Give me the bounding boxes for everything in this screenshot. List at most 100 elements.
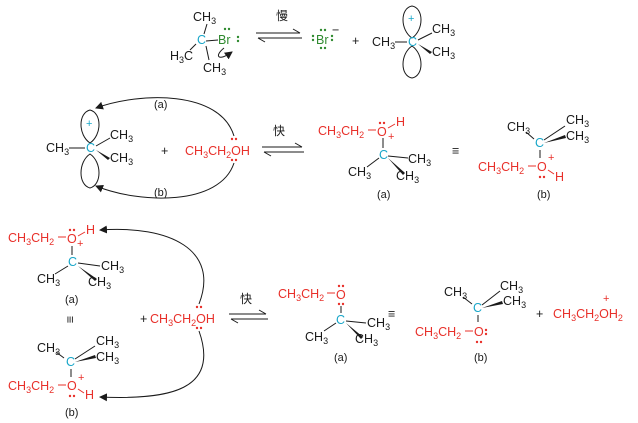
carbon: C (336, 313, 345, 327)
oxonium-hydrogen: H (86, 223, 95, 237)
oxonium-oxygen: O (537, 160, 547, 174)
deprotonation-arrow-a (99, 225, 205, 305)
empty-p-orbital-top (402, 5, 422, 39)
ethyl-group: CH3CH2 (8, 231, 54, 247)
reaction-1: CH3 C Br H3C CH3 慢 Br − (170, 5, 455, 79)
curved-arrow-bond-break (217, 47, 233, 60)
methyl-bottom: CH3 (203, 61, 226, 77)
central-carbon: C (197, 33, 206, 47)
left-b-label: (b) (65, 407, 78, 419)
ethyloxonium-formula: CH3CH2OH2 (553, 307, 623, 323)
ether-oxygen: O (336, 288, 346, 302)
cation-carbon: C (408, 35, 417, 49)
equivalence-sign: ≡ (452, 144, 459, 158)
oxonium-hydrogen: H (555, 170, 564, 184)
protonated-ethanol: CH3CH2OH2 + (553, 293, 623, 323)
oxonium-reactant-b: CH3 C CH3 CH3 CH3CH2 O + H (b) (8, 334, 119, 419)
equivalence-sign: ≡ (388, 307, 395, 321)
product-carbon: C (379, 148, 388, 162)
methyl-top-left: CH3 (37, 341, 60, 357)
oxonium-product-b: CH3 C CH3 CH3 CH3CH2 O + H (b) (478, 113, 589, 201)
carbocation-2: + CH3 C CH3 CH3 (46, 109, 133, 189)
oxonium-charge: + (77, 238, 83, 250)
methyl-down: CH3 (88, 275, 111, 291)
reaction-3: CH3CH2 O + H C CH3 CH3 CH3 (a) ≡ CH3 C C… (8, 223, 623, 419)
oxonium-hydrogen: H (396, 115, 405, 129)
methyl-down: CH3 (110, 151, 133, 167)
ether-oxygen: O (474, 325, 484, 339)
cation-methyl-left: CH3 (372, 35, 395, 51)
carbon: C (66, 355, 75, 369)
product-b-label: (b) (474, 352, 487, 364)
cation-charge: + (86, 118, 92, 130)
methyl-right: CH3 (408, 152, 431, 168)
oxonium-product-a: CH3CH2 O + H C CH3 CH3 CH3 (a) (318, 115, 431, 201)
cation-charge: + (408, 13, 414, 25)
methyl-down: CH3 (396, 169, 419, 185)
ethyl-group: CH3CH2 (478, 160, 524, 176)
methyl-top-right: CH3 (500, 279, 523, 295)
ethyl-group: CH3CH2 (8, 379, 54, 395)
methyl-right: CH3 (367, 316, 390, 332)
ethanol-formula: CH3CH2OH (150, 312, 215, 328)
methyl-up: CH3 (110, 128, 133, 144)
methyl-down: CH3 (355, 332, 378, 348)
ethanol-nucleophile: CH3CH2OH (185, 137, 250, 162)
fast-equilibrium-arrows: 快 (262, 124, 304, 157)
methyl-right: CH3 (96, 350, 119, 366)
bromine-lone-pairs (223, 27, 240, 43)
plus-sign: + (352, 34, 359, 48)
methyl-right: CH3 (503, 294, 526, 310)
ethyl-group: CH3CH2 (278, 287, 324, 303)
ethyl-group: CH3CH2 (318, 124, 364, 140)
ethanol-formula: CH3CH2OH (185, 144, 250, 160)
reaction-2: + CH3 C CH3 CH3 + CH3CH2OH (a) (b) 快 CH3 (46, 97, 589, 201)
oxonium-oxygen: O (67, 379, 77, 393)
tert-butyl-carbocation: + CH3 C CH3 CH3 (372, 5, 455, 79)
p-orbital-top (80, 109, 100, 144)
path-b-label: (b) (154, 187, 167, 199)
methyl-left: CH3 (37, 272, 60, 288)
methyl-right: CH3 (101, 259, 124, 275)
ethyl-group: CH3CH2 (415, 325, 461, 341)
fast-label: 快 (240, 292, 252, 306)
ether-product-a: CH3CH2 O C CH3 CH3 CH3 (a) (278, 284, 390, 364)
carbon: C (473, 301, 482, 315)
methyl-left: CH3 (46, 141, 69, 157)
cation-methyl-up: CH3 (432, 22, 455, 38)
product-a-label: (a) (377, 189, 390, 201)
tert-butyl-bromide: CH3 C Br H3C CH3 (170, 10, 240, 77)
equivalence-sign-vertical: ≡ (63, 316, 77, 323)
ether-product-b: CH3 C CH3 CH3 CH3CH2 O (b) (415, 279, 526, 364)
oxonium-charge: + (78, 372, 84, 384)
methyl-left: H3C (170, 49, 193, 65)
methyl-top-left: CH3 (444, 285, 467, 301)
p-orbital-bottom (80, 153, 100, 189)
methyl-top-right: CH3 (96, 334, 119, 350)
empty-p-orbital-bottom (402, 45, 422, 79)
deprotonation-arrow-b (99, 330, 205, 402)
attack-arrow-b (95, 162, 235, 199)
oxonium-reactant-a: CH3CH2 O + H C CH3 CH3 CH3 (a) (8, 223, 124, 306)
slow-equilibrium-arrows: 慢 (256, 9, 302, 43)
path-a-label: (a) (154, 99, 167, 111)
oxonium-charge: + (603, 293, 609, 305)
bromide-symbol: Br (316, 33, 329, 47)
ethanol-base: CH3CH2OH (150, 305, 215, 330)
methyl-left: CH3 (348, 165, 371, 181)
cation-methyl-down: CH3 (432, 45, 455, 61)
oxonium-charge: + (548, 152, 554, 164)
left-a-label: (a) (65, 294, 78, 306)
methyl-left: CH3 (305, 330, 328, 346)
oxonium-charge: + (388, 131, 394, 143)
bromide-ion: Br − (311, 23, 339, 50)
cation-carbon: C (86, 141, 95, 155)
plus-sign-2: + (536, 307, 543, 321)
slow-label: 慢 (276, 9, 288, 23)
methyl-top-right: CH3 (566, 113, 589, 129)
carbon: C (68, 255, 77, 269)
oxonium-hydrogen: H (85, 388, 94, 402)
oxonium-oxygen: O (377, 125, 387, 139)
bromide-charge: − (332, 23, 339, 37)
